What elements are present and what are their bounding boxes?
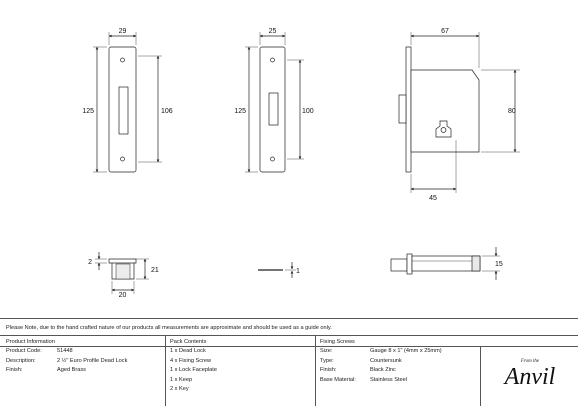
keep-profile-view <box>95 252 149 294</box>
product-information-panel: Product Code: 51448 Description: 2 ½" Eu… <box>6 347 162 376</box>
screw-label: Type: <box>320 357 334 364</box>
logo-wordmark: Anvil <box>503 364 556 390</box>
screw-label: Finish: <box>320 367 337 374</box>
dim-screw-length: 1 <box>296 268 300 275</box>
pack-item: 1 x Keep <box>170 376 193 383</box>
info-row: Product Code: 51448 <box>6 347 162 357</box>
info-label: Finish: <box>6 367 23 374</box>
dim-backset: 45 <box>429 195 437 202</box>
info-row: Description: 2 ½" Euro Profile Dead Lock <box>6 357 162 367</box>
dim-keep-width: 20 <box>119 292 127 299</box>
screw-value: Stainless Steel <box>370 376 408 383</box>
lock-case-side-view <box>398 32 520 193</box>
info-label: Product Code: <box>6 348 42 354</box>
info-value: 51448 <box>57 348 73 354</box>
fixing-screws-heading: Fixing Screws <box>320 339 355 345</box>
faceplate-edge-view <box>258 262 296 278</box>
disclaimer-note: Please Note, due to the hand crafted nat… <box>0 318 578 336</box>
pack-contents-panel: 1 x Dead Lock 4 x Fixing Screw 1 x Lock … <box>170 347 310 395</box>
screw-row: Finish: Black Zinc <box>320 366 478 376</box>
pack-contents-heading: Pack Contents <box>170 339 207 345</box>
column-divider <box>165 336 166 406</box>
anvil-logo: From the Anvil <box>503 359 556 390</box>
lock-faceplate-front-view <box>245 32 304 173</box>
pack-item: 4 x Fixing Screw <box>170 357 212 364</box>
dim-bolt-height: 15 <box>495 261 503 268</box>
dim-keep-depth: 21 <box>151 267 159 274</box>
dim-case-width: 67 <box>441 28 449 35</box>
pack-item: 1 x Dead Lock <box>170 348 206 354</box>
column-divider <box>480 346 481 406</box>
heading-rule <box>0 346 578 347</box>
screw-row: Size: Gauge 8 x 1" (4mm x 25mm) <box>320 347 478 357</box>
logo-tagline: From the <box>520 359 540 364</box>
lock-case-top-view <box>390 247 500 280</box>
info-value: Aged Brass <box>57 367 86 374</box>
dim-plate1-width: 29 <box>119 28 127 35</box>
pack-item: 1 x Lock Faceplate <box>170 367 217 374</box>
dim-plate2-inner: 100 <box>302 108 314 115</box>
screw-label: Base Material: <box>320 376 356 383</box>
dim-plate1-height: 125 <box>82 108 94 115</box>
info-value: 2 ½" Euro Profile Dead Lock <box>57 357 128 364</box>
dim-keep-lip: 2 <box>88 259 92 266</box>
info-label: Description: <box>6 357 36 364</box>
screw-value: Black Zinc <box>370 367 396 374</box>
screw-label: Size: <box>320 348 333 354</box>
pack-item: 2 x Key <box>170 386 189 393</box>
dim-plate2-width: 25 <box>269 28 277 35</box>
dim-plate1-inner: 106 <box>161 108 173 115</box>
screw-value: Gauge 8 x 1" (4mm x 25mm) <box>370 348 442 354</box>
dim-case-height: 80 <box>508 108 516 115</box>
screw-row: Type: Countersunk <box>320 357 478 367</box>
info-row: Finish: Aged Brass <box>6 366 162 376</box>
dim-plate2-height: 125 <box>234 108 246 115</box>
screw-row: Base Material: Stainless Steel <box>320 376 478 386</box>
column-divider <box>315 336 316 406</box>
product-information-heading: Product Information <box>6 339 55 345</box>
keep-plate-front-view <box>93 32 162 173</box>
screw-value: Countersunk <box>370 357 402 364</box>
fixing-screws-panel: Size: Gauge 8 x 1" (4mm x 25mm) Type: Co… <box>320 347 478 385</box>
